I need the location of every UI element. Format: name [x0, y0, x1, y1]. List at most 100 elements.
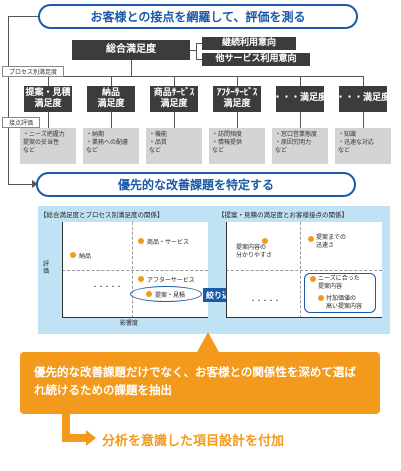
detail-drop-1	[48, 112, 49, 128]
detail-text-6: ・知識 ・迅速な対応 など	[338, 131, 375, 155]
overall-satisfaction-box: 総合満足度	[72, 40, 190, 60]
left-chart-title: 【総合満足度とプロセス別満足度の関係】	[40, 211, 164, 219]
process-box-2: 納品 満足度	[87, 86, 135, 112]
detail-text-2: ・納期 ・業務への配慮 など	[86, 131, 129, 155]
detail-text-4: ・訪問頻度 ・情報提供 など	[212, 131, 243, 155]
tree-drop-6	[363, 76, 364, 86]
point-product-label: 商品・サービス	[147, 239, 190, 246]
connector-related-h2	[196, 43, 202, 44]
process-box-3: 商品ｻｰﾋﾞｽ 満足度	[150, 86, 198, 112]
right-highlight-box	[304, 273, 376, 313]
touchpoint-eval-text: 接点評価	[8, 120, 33, 127]
detail-box-2: ・納期 ・業務への配慮 など	[83, 128, 139, 164]
section-title-top: お客様との接点を網羅して、評価を測る	[38, 4, 358, 29]
right-chart-vdivider	[300, 222, 301, 318]
section-title-middle-text: 優先的な改善課題を特定する	[117, 178, 274, 192]
narrow-arrow-label: 絞り込む	[206, 291, 238, 300]
detail-text-1: ・ニーズ把握力 提案の妥当性 など	[23, 131, 65, 155]
process-label-5: ・・・満足度	[273, 93, 328, 104]
process-box-6: ・・・満足度	[336, 86, 391, 112]
left-chart-ylabel: 評価	[43, 261, 50, 275]
right-chart-title: 【提案・見積の満足度とお客様接点の関係】	[218, 211, 348, 219]
rpoint-speed-label: 提案までの 迅速さ	[316, 234, 347, 249]
related-box-1: 継続利用意向	[202, 37, 296, 50]
process-label-6: ・・・満足度	[336, 93, 391, 104]
left-chart-xlabel: 影響度	[120, 320, 139, 327]
detail-drop-3	[174, 112, 175, 128]
rpoint-needs-label: ニーズに合った 提案内容	[318, 275, 360, 290]
detail-box-3: ・機能 ・品質 など	[146, 128, 202, 164]
section-title-top-text: お客様との接点を網羅して、評価を測る	[90, 10, 306, 24]
tree-drop-1	[48, 76, 49, 86]
tree-stem	[131, 60, 132, 76]
bottom-text: 分析を意識した項目設計を付加	[102, 434, 285, 449]
detail-box-4: ・訪問頻度 ・情報提供 など	[209, 128, 265, 164]
rpoint-value-marker	[318, 295, 324, 301]
overall-satisfaction-label: 総合満足度	[106, 43, 156, 55]
detail-text-5: ・窓口営業態度 ・原因究明力 など	[275, 131, 318, 155]
point-etc-label: ・・・・・	[92, 284, 123, 291]
related-label-2: 他サービス利用意向	[215, 53, 297, 64]
bottom-arrow-head	[86, 430, 96, 446]
process-box-5: ・・・満足度	[273, 86, 328, 112]
connector-related-h3	[196, 59, 202, 60]
process-label-1: 提案・見積 満足度	[25, 87, 71, 109]
point-nouhin-marker	[70, 252, 76, 258]
right-chart-hdivider	[226, 270, 382, 271]
point-nouhin-label: 納品	[79, 253, 92, 260]
callout-pointer	[196, 332, 220, 354]
point-proposal-marker	[146, 291, 152, 297]
process-box-1: 提案・見積 満足度	[24, 86, 72, 112]
rpoint-clarity-marker	[262, 238, 268, 244]
left-chart-yaxis	[62, 222, 63, 318]
related-label-1: 継続利用意向	[221, 37, 276, 48]
connector-related	[196, 43, 197, 60]
rpoint-speed-marker	[308, 236, 314, 242]
detail-box-1: ・ニーズ把握力 提案の妥当性 など	[20, 128, 76, 164]
right-chart-xaxis	[226, 317, 382, 318]
callout-box: 優先的な改善課題だけでなく、お客様との関係性を深めて選ばれ続けるための課題を抽出	[20, 352, 380, 414]
process-box-4: ｱﾌﾀｰｻｰﾋﾞｽ 満足度	[213, 86, 261, 112]
bottom-arrow-horizontal	[62, 434, 86, 442]
point-after-label: アフターサービス	[147, 277, 195, 284]
narrow-arrow-body	[203, 288, 233, 302]
detail-drop-5	[300, 112, 301, 128]
tree-branch	[48, 76, 364, 77]
detail-drop-2	[111, 112, 112, 128]
point-product-marker	[138, 238, 144, 244]
flow-arrow-head	[32, 180, 38, 188]
process-label-4: ｱﾌﾀｰｻｰﾋﾞｽ 満足度	[216, 87, 258, 109]
detail-box-5: ・窓口営業態度 ・原因究明力 など	[272, 128, 328, 164]
detail-drop-4	[237, 112, 238, 128]
flow-line-top	[8, 16, 38, 17]
process-satisfaction-tag: プロセス別満足度	[2, 66, 64, 77]
rpoint-value-label: 付加価値の 高い提案内容	[326, 295, 363, 310]
point-proposal-label: 提案・見積	[155, 292, 186, 299]
right-chart-yaxis	[226, 222, 227, 318]
callout-text: 優先的な改善課題だけでなく、お客様との関係性を深めて選ばれ続けるための課題を抽出	[34, 365, 356, 397]
detail-text-3: ・機能 ・品質 など	[149, 131, 168, 155]
connector-related-h1	[190, 50, 196, 51]
flow-line-left	[8, 16, 9, 184]
rpoint-etc-label: ・・・・・	[250, 298, 281, 305]
tree-drop-2	[111, 76, 112, 86]
process-label-2: 納品 満足度	[97, 87, 125, 109]
left-chart-hdivider	[62, 270, 208, 271]
detail-drop-6	[363, 112, 364, 128]
process-satisfaction-text: プロセス別満足度	[8, 69, 57, 76]
touchpoint-eval-tag: 接点評価	[2, 117, 40, 128]
tree-drop-3	[174, 76, 175, 86]
point-after-marker	[138, 276, 144, 282]
left-chart-vdivider	[132, 222, 133, 318]
rpoint-clarity-label: 提案内容の 分かりやすさ	[236, 244, 273, 259]
section-title-middle: 優先的な改善課題を特定する	[36, 172, 356, 197]
left-chart-xaxis	[62, 317, 208, 318]
rpoint-needs-marker	[310, 276, 316, 282]
tree-drop-5	[300, 76, 301, 86]
related-box-2: 他サービス利用意向	[202, 53, 310, 66]
highlight-ellipse	[130, 286, 202, 302]
flow-line-bottom	[8, 184, 34, 185]
tree-drop-4	[237, 76, 238, 86]
detail-box-6: ・知識 ・迅速な対応 など	[335, 128, 391, 164]
process-label-3: 商品ｻｰﾋﾞｽ 満足度	[153, 87, 195, 109]
